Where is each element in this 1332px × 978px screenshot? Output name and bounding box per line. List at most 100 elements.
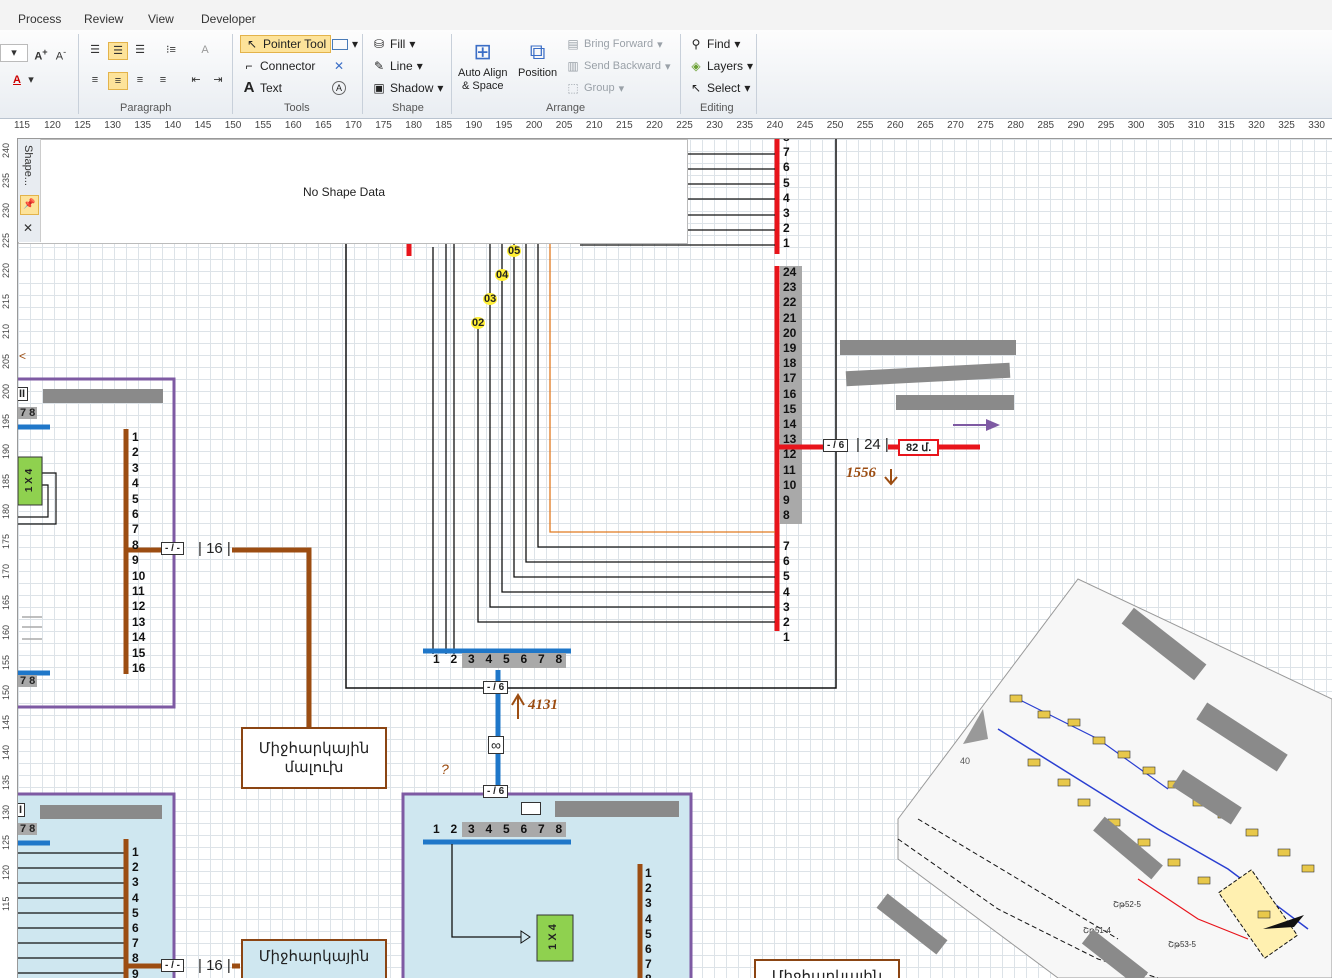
connector-icon: ⌐ <box>245 59 253 73</box>
select-button[interactable]: ↖ Select▾ <box>690 81 751 95</box>
shrink-font-icon[interactable]: A- <box>55 47 67 63</box>
bus-number: 4 <box>485 822 493 836</box>
menu-process[interactable]: Process <box>18 12 62 26</box>
ribbon: ▾ A+ A- A ▾ ☰ ☰ ☰ ⁝≡ A ≡ ≡ ≡ ≡ ⇤ ⇥ Parag… <box>0 30 1332 119</box>
grow-font-icon[interactable]: A+ <box>34 47 48 63</box>
map-label-2: Շթ51-4 <box>1083 926 1112 935</box>
font-color-dropdown-icon[interactable]: ▾ <box>28 74 34 86</box>
bring-forward-button[interactable]: ▤ Bring Forward▾ <box>567 37 663 51</box>
terminal-number: 2 <box>783 221 790 236</box>
ruler-tick-label: 250 <box>826 120 844 131</box>
align-middle-icon[interactable]: ☰ <box>108 42 128 60</box>
connector-tool-button[interactable]: ⌐ Connector <box>242 59 315 73</box>
align-left-icon[interactable]: ≡ <box>91 74 99 86</box>
terminal-number: 16 <box>132 661 146 675</box>
left-misc-bottom: 7 8 <box>18 675 38 687</box>
left-misc-top: II <box>18 387 29 401</box>
terminal-number: 5 <box>132 491 139 506</box>
ruler-tick-label: 240 <box>1 142 11 158</box>
ruler-tick-label: 205 <box>555 120 573 131</box>
interfloor-cable-box-3[interactable]: Միջհարկային <box>754 959 900 978</box>
text-tool-button[interactable]: A Text <box>243 79 283 96</box>
layers-button[interactable]: ◈ Layers▾ <box>689 59 753 73</box>
count-bottom-left: | 16 | <box>198 957 231 974</box>
justify-icon[interactable]: ≡ <box>159 74 167 86</box>
align-center-icon[interactable]: ≡ <box>108 72 128 90</box>
splitter-bottom-label: 1 X 4 <box>546 924 559 950</box>
font-color-icon[interactable]: A <box>13 74 21 86</box>
count-left: | 16 | <box>198 540 231 557</box>
terminal-number: 2 <box>645 881 652 896</box>
bus-number: 1 <box>433 822 440 836</box>
bus-number: 3 <box>468 822 475 836</box>
find-button[interactable]: ⚲ Find▾ <box>689 37 741 51</box>
increase-indent-icon[interactable]: ⇥ <box>213 74 223 86</box>
red-box-length[interactable]: 82 մ. <box>898 439 940 456</box>
close-icon[interactable]: ✕ <box>23 221 34 235</box>
site-map: 40 Շթ52-5 Շթ51-4 Շթ53-5 <box>897 578 1332 978</box>
align-top-icon[interactable]: ☰ <box>90 44 100 56</box>
auto-align-button[interactable]: ⊞ Auto Align & Space <box>458 39 508 92</box>
menu-view[interactable]: View <box>148 12 174 26</box>
shape-data-titlebar[interactable]: Shape... 📌 ✕ <box>18 139 41 242</box>
ruler-tick-label: 140 <box>164 120 182 131</box>
bottom-left-misc-mid: 7 8 <box>18 823 38 835</box>
ruler-tick-label: 195 <box>495 120 513 131</box>
auto-align-icon: ⊞ <box>473 39 492 64</box>
ruler-tick-label: 130 <box>104 120 121 131</box>
bus-number: 5 <box>503 822 510 836</box>
terminal-number: 2 <box>132 445 139 460</box>
group-button[interactable]: ⬚ Group▾ <box>567 81 625 95</box>
align-bottom-icon[interactable]: ☰ <box>135 44 145 56</box>
splitter-left-label: 1 X 4 <box>24 468 36 493</box>
text-direction-icon[interactable]: A <box>201 44 209 56</box>
ruler-tick-label: 115 <box>1 896 11 911</box>
terminal-number: 16 <box>783 386 797 401</box>
ruler-tick-label: 140 <box>1 744 11 760</box>
text-block-button[interactable]: A <box>332 81 346 95</box>
connection-point-button[interactable]: ✕ <box>332 59 346 73</box>
send-backward-button[interactable]: ▥ Send Backward▾ <box>567 59 671 73</box>
ruler-tick-label: 170 <box>345 120 362 131</box>
rectangle-tool-button[interactable]: ▾ <box>332 37 358 51</box>
line-button[interactable]: ✎ Line▾ <box>373 59 423 73</box>
pointer-tool-button[interactable]: ↖ Pointer Tool <box>240 35 332 53</box>
align-right-icon[interactable]: ≡ <box>136 74 144 86</box>
interfloor-cable-box[interactable]: Միջհարկային մալուխ <box>241 727 387 789</box>
cable-label-right[interactable]: - / 6 <box>823 439 849 452</box>
decrease-indent-icon[interactable]: ⇤ <box>191 74 201 86</box>
tools-group-label: Tools <box>284 102 310 114</box>
interfloor-cable-box-2[interactable]: Միջհարկային <box>241 939 387 978</box>
terminal-number: 1 <box>132 845 139 859</box>
cable-label-center[interactable]: - / 6 <box>483 681 509 694</box>
terminal-number: 6 <box>783 160 790 175</box>
cable-label-center-lower[interactable]: - / 6 <box>483 785 509 798</box>
terminal-number: 4 <box>783 190 790 205</box>
cable-label-bottom-left[interactable]: - / - <box>161 959 184 972</box>
cable-label-left[interactable]: - / - <box>161 542 184 555</box>
pin-icon[interactable]: 📌 <box>20 195 39 215</box>
shadow-button[interactable]: ▣ Shadow▾ <box>373 81 444 95</box>
ruler-tick-label: 155 <box>1 654 11 670</box>
bus-number: 2 <box>450 822 458 836</box>
font-size-dropdown[interactable]: ▾ <box>0 44 28 62</box>
terminal-number: 9 <box>132 553 139 568</box>
ruler-tick-label: 330 <box>1308 120 1325 131</box>
shape-data-window[interactable]: No Shape Data <box>18 139 688 244</box>
distance-center: 4131 <box>528 697 558 713</box>
menu-developer[interactable]: Developer <box>201 12 256 26</box>
bus-number: 6 <box>520 652 528 666</box>
ruler-tick-label: 285 <box>1037 120 1055 131</box>
layers-icon: ◈ <box>691 59 701 73</box>
shape-group-label: Shape <box>392 102 424 114</box>
position-button[interactable]: ⧉ Position <box>518 39 558 79</box>
fill-button[interactable]: ⛁ Fill▾ <box>373 37 416 51</box>
terminal-number: 14 <box>132 630 146 645</box>
drawing-canvas[interactable]: 40 Շթ52-5 Շթ51-4 Շթ53-5 II 7 8 7 8 I 7 8… <box>18 139 1332 978</box>
ruler-tick-label: 295 <box>1097 120 1115 131</box>
bullets-icon[interactable]: ⁝≡ <box>166 44 176 56</box>
menu-review[interactable]: Review <box>84 12 124 26</box>
arrange-group-label: Arrange <box>546 102 586 114</box>
